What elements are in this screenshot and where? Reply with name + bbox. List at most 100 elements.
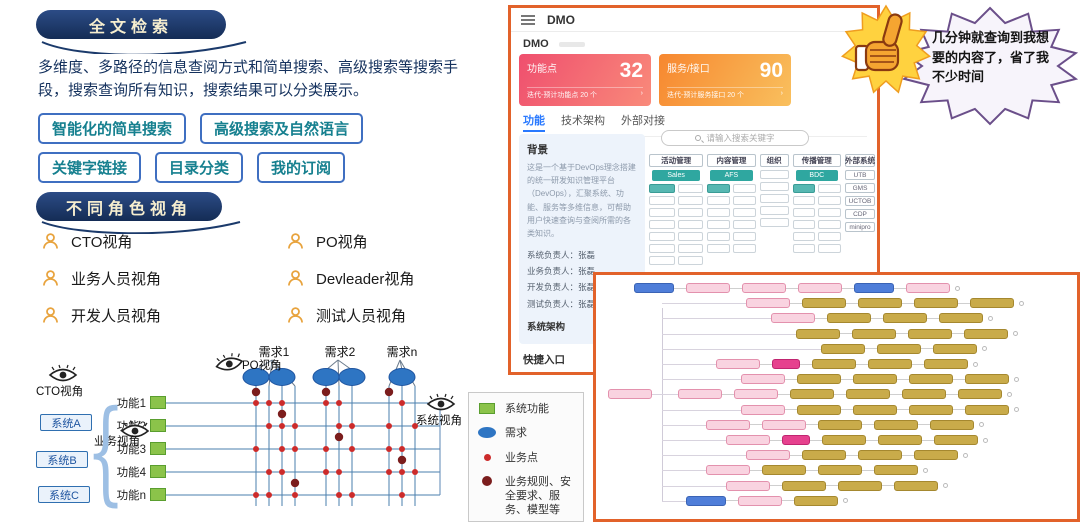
app-tab-0[interactable]: 功能: [523, 112, 545, 132]
board-chip[interactable]: [759, 206, 789, 215]
board-chip[interactable]: [707, 184, 730, 193]
expand-dot[interactable]: [923, 467, 928, 473]
expand-dot[interactable]: [1014, 376, 1019, 382]
board-group-chip[interactable]: AFS: [710, 170, 753, 181]
board-tag-chip[interactable]: minipro: [845, 222, 875, 232]
mindmap-node[interactable]: [706, 419, 750, 430]
board-chip[interactable]: [677, 244, 704, 253]
board-tag-chip[interactable]: CDP: [845, 209, 875, 219]
board-chip[interactable]: [759, 170, 789, 179]
mindmap-node[interactable]: [741, 404, 785, 415]
mindmap-node[interactable]: [821, 343, 865, 354]
mindmap-node[interactable]: [716, 359, 760, 369]
board-chip[interactable]: [707, 208, 730, 217]
board-chip[interactable]: [792, 232, 816, 241]
mindmap-node[interactable]: [894, 480, 938, 491]
board-chip[interactable]: [759, 194, 789, 203]
mindmap-node[interactable]: [782, 435, 810, 445]
mindmap-node[interactable]: [970, 298, 1014, 309]
mindmap-node[interactable]: [902, 389, 946, 400]
mindmap-node[interactable]: [802, 298, 846, 309]
board-tag-chip[interactable]: UTB: [845, 170, 875, 180]
app-tab-1[interactable]: 技术架构: [561, 115, 605, 127]
board-chip[interactable]: [792, 208, 816, 217]
mindmap-node[interactable]: [838, 480, 882, 491]
board-tag-chip[interactable]: GMS: [845, 183, 875, 193]
mindmap-node[interactable]: [965, 404, 1009, 415]
board-chip[interactable]: [649, 208, 675, 217]
mindmap-node[interactable]: [858, 298, 902, 309]
mindmap-node[interactable]: [878, 435, 922, 445]
mindmap-node[interactable]: [858, 450, 902, 461]
mindmap-node[interactable]: [741, 374, 785, 385]
mindmap-node[interactable]: [853, 404, 897, 415]
mindmap-node[interactable]: [874, 465, 918, 476]
mindmap-node[interactable]: [796, 328, 840, 339]
mindmap-node[interactable]: [924, 359, 968, 369]
expand-dot[interactable]: [963, 452, 968, 458]
expand-dot[interactable]: [1013, 331, 1018, 337]
search-input[interactable]: 请输入搜索关键字: [661, 130, 809, 146]
board-chip[interactable]: [732, 208, 756, 217]
mindmap-node[interactable]: [772, 359, 800, 369]
board-chip[interactable]: [649, 232, 675, 241]
mindmap-node[interactable]: [797, 374, 841, 385]
board-tag-chip[interactable]: UCTOB: [845, 196, 875, 206]
mindmap-node[interactable]: [746, 298, 790, 309]
board-chip[interactable]: [759, 182, 789, 191]
quick-entry-label[interactable]: 快捷入口: [523, 354, 565, 366]
mindmap-node[interactable]: [965, 374, 1009, 385]
stat-card-services[interactable]: 服务/接口 90 迭代-预计服务接口 20 个 ›: [659, 54, 791, 106]
mindmap-node[interactable]: [914, 298, 958, 309]
mindmap-node[interactable]: [734, 389, 778, 400]
mindmap-node[interactable]: [678, 389, 722, 400]
board-chip[interactable]: [759, 218, 789, 227]
mindmap-node[interactable]: [939, 313, 983, 324]
mindmap-node[interactable]: [883, 313, 927, 324]
mindmap-node[interactable]: [906, 283, 950, 293]
mindmap-node[interactable]: [909, 374, 953, 385]
board-chip[interactable]: [818, 220, 841, 229]
board-chip[interactable]: [649, 256, 675, 265]
board-chip[interactable]: [677, 220, 704, 229]
board-chip[interactable]: [818, 244, 841, 253]
mindmap-node[interactable]: [818, 465, 862, 476]
mindmap-node[interactable]: [930, 419, 974, 430]
menu-icon[interactable]: [521, 14, 535, 25]
expand-dot[interactable]: [983, 437, 988, 443]
mindmap-node[interactable]: [746, 450, 790, 461]
expand-dot[interactable]: [979, 422, 984, 428]
board-chip[interactable]: [707, 196, 730, 205]
expand-dot[interactable]: [1019, 300, 1024, 306]
board-chip[interactable]: [707, 232, 730, 241]
mindmap-node[interactable]: [797, 404, 841, 415]
mindmap-node[interactable]: [846, 389, 890, 400]
mindmap-node[interactable]: [812, 359, 856, 369]
mindmap-node[interactable]: [958, 389, 1002, 400]
board-chip[interactable]: [732, 232, 756, 241]
mindmap-node[interactable]: [771, 313, 815, 324]
mindmap-node[interactable]: [854, 283, 894, 293]
mindmap-node[interactable]: [762, 465, 806, 476]
expand-dot[interactable]: [1014, 407, 1019, 413]
board-chip[interactable]: [649, 184, 675, 193]
expand-dot[interactable]: [973, 361, 978, 367]
mindmap-node[interactable]: [853, 374, 897, 385]
board-chip[interactable]: [818, 232, 841, 241]
mindmap-node[interactable]: [686, 283, 730, 293]
mindmap-node[interactable]: [914, 450, 958, 461]
mindmap-node[interactable]: [822, 435, 866, 445]
board-chip[interactable]: [707, 220, 730, 229]
board-chip[interactable]: [677, 256, 704, 265]
mindmap-node[interactable]: [738, 495, 782, 506]
board-chip[interactable]: [732, 220, 756, 229]
mindmap-node[interactable]: [852, 328, 896, 339]
stat-card-function-points[interactable]: 功能点 32 迭代-预计功能点 20 个 ›: [519, 54, 651, 106]
mindmap-node[interactable]: [790, 389, 834, 400]
mindmap-node[interactable]: [877, 343, 921, 354]
mindmap-node[interactable]: [933, 343, 977, 354]
board-chip[interactable]: [677, 232, 704, 241]
mindmap-node[interactable]: [934, 435, 978, 445]
board-chip[interactable]: [792, 196, 816, 205]
board-chip[interactable]: [818, 208, 841, 217]
